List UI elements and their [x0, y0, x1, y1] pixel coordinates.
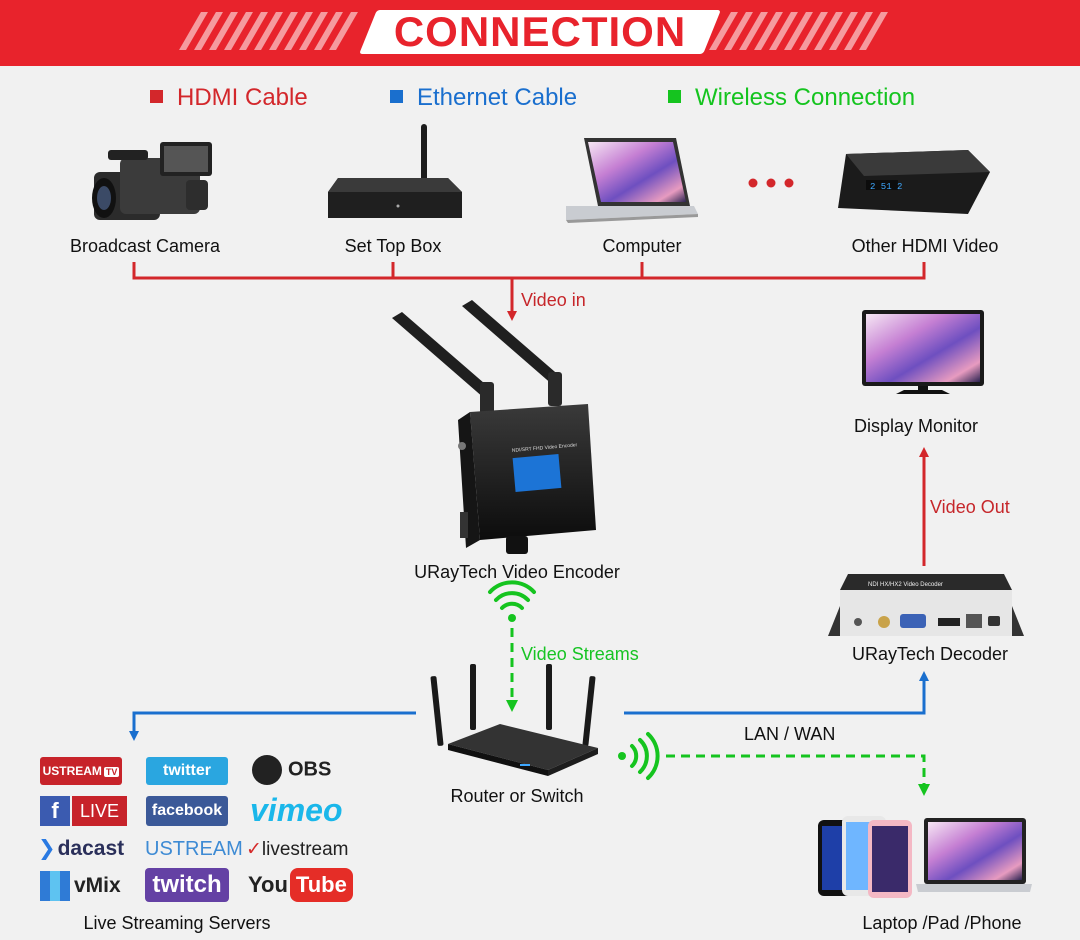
source-label-computer: Computer	[602, 236, 682, 256]
green-square-icon	[668, 90, 681, 103]
logo-vmix: vMix	[40, 870, 121, 902]
logo-facebook-live-text: LIVE	[72, 796, 128, 826]
decoder-panel-title: NDI HX/HX2 Video Decoder	[868, 582, 943, 588]
source-label-broadcast-camera: Broadcast Camera	[69, 236, 221, 256]
video-out-label: Video Out	[930, 497, 1010, 517]
encoder-panel-title: NDI/SRT FHD Video Encoder	[512, 442, 578, 454]
logo-twitter: twitter	[146, 757, 228, 785]
decoder-label: URayTech Decoder	[851, 644, 1009, 664]
logo-ustreamtv-text: USTREAM	[42, 764, 102, 778]
logo-youtube-you: You	[248, 872, 288, 897]
legend-wireless-connection: Wireless Connection	[668, 84, 915, 112]
source-label-other-hdmi-video: Other HDMI Video	[851, 236, 999, 256]
logo-obs-text: OBS	[288, 758, 332, 781]
wireless-lines	[506, 628, 930, 796]
camcorder-icon	[92, 142, 212, 220]
client-devices-icon	[818, 816, 1032, 898]
video-streams-label: Video Streams	[521, 644, 639, 664]
logo-vmix-text: vMix	[74, 874, 121, 898]
logo-dacast: ❯dacast	[38, 836, 124, 862]
header-banner: CONNECTION	[0, 0, 1080, 66]
router-icon	[430, 664, 598, 776]
logo-livestream: ✓livestream	[246, 838, 349, 862]
laptop-icon	[566, 138, 698, 223]
legend-label: HDMI Cable	[177, 84, 308, 111]
more-devices-dots	[748, 178, 794, 188]
logo-dacast-text: dacast	[57, 837, 125, 860]
red-square-icon	[150, 90, 163, 103]
logo-youtube-tube: Tube	[289, 868, 353, 902]
vmix-grid-icon	[40, 871, 70, 902]
encoder-label: URayTech Video Encoder	[414, 562, 620, 582]
media-player-icon: 2 51 2	[838, 150, 990, 214]
monitor-icon	[862, 310, 984, 394]
facebook-f-icon: f	[40, 796, 70, 826]
encoder-device-illustration	[392, 300, 596, 554]
decoder-device-illustration	[828, 574, 1024, 636]
wifi-signal-icon	[488, 580, 536, 622]
logo-twitch: twitch	[145, 868, 229, 902]
blue-square-icon	[390, 90, 403, 103]
source-label-set-top-box: Set Top Box	[344, 236, 442, 256]
livestream-check-icon: ✓	[246, 839, 262, 860]
logo-livestream-text: livestream	[261, 839, 349, 860]
display-monitor-label: Display Monitor	[853, 416, 979, 436]
legend-label: Wireless Connection	[695, 84, 916, 111]
legend-hdmi-cable: HDMI Cable	[150, 84, 308, 112]
hdmi-bus-line	[132, 262, 926, 321]
wifi-signal-sideways-icon	[618, 732, 660, 780]
video-in-label: Video in	[521, 290, 586, 310]
ethernet-lines	[129, 671, 929, 741]
logo-ustream: USTREAM	[145, 838, 243, 860]
logo-obs: OBS	[252, 752, 331, 786]
legend-label: Ethernet Cable	[417, 84, 578, 111]
legend-ethernet-cable: Ethernet Cable	[390, 84, 577, 112]
page-title: CONNECTION	[393, 8, 687, 55]
logo-vimeo: vimeo	[250, 792, 343, 828]
obs-icon	[252, 754, 282, 785]
logo-ustreamtv-badge: TV	[103, 767, 120, 777]
client-devices-label: Laptop /Pad /Phone	[862, 913, 1022, 933]
svg-text:2 51 2: 2 51 2	[870, 182, 902, 192]
streaming-servers-label: Live Streaming Servers	[83, 913, 271, 933]
dacast-chevron-icon: ❯	[38, 837, 56, 860]
set-top-box-icon	[328, 124, 462, 218]
router-label: Router or Switch	[450, 786, 584, 806]
lan-wan-label: LAN / WAN	[744, 724, 836, 744]
logo-facebook: facebook	[146, 796, 228, 826]
